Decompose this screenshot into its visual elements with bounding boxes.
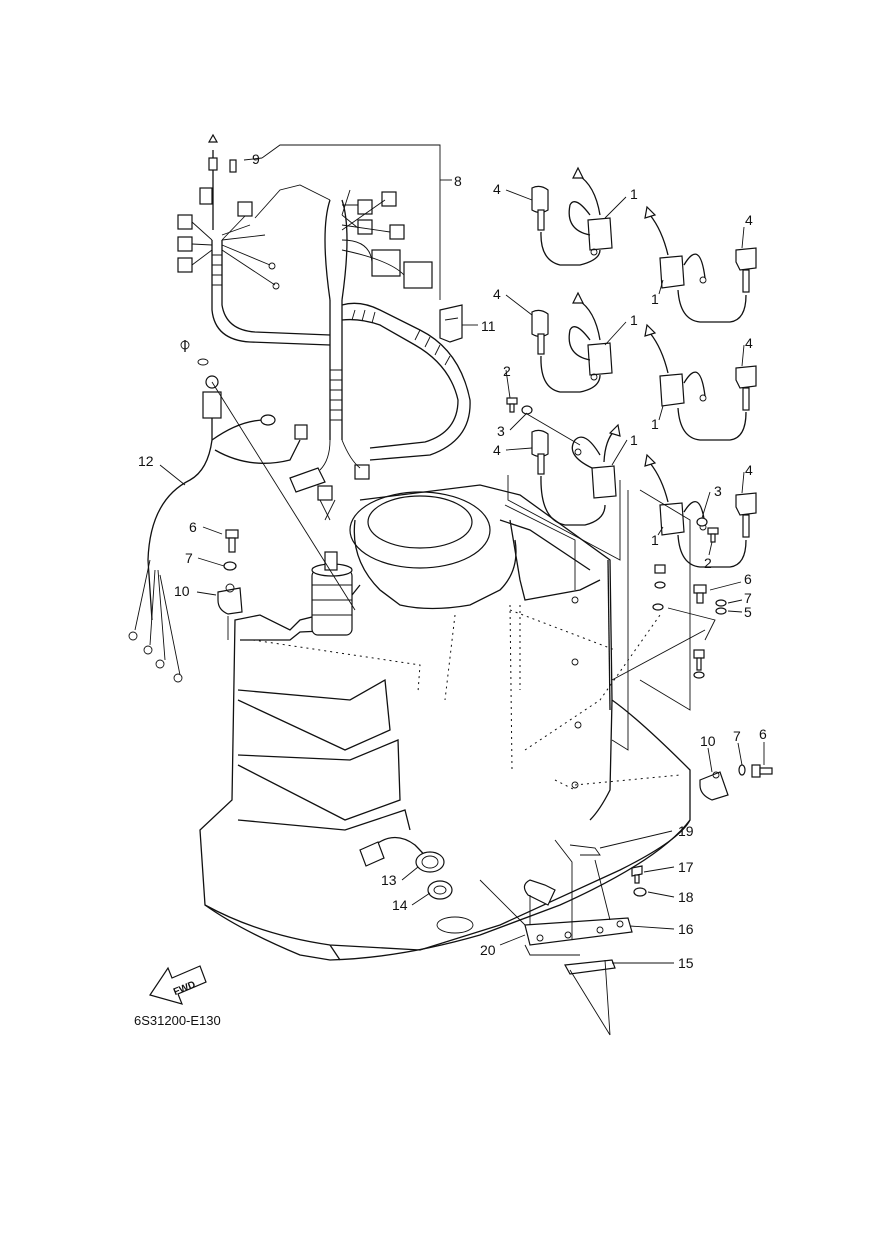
callout-2: 2 bbox=[704, 555, 712, 571]
callout-7: 7 bbox=[744, 590, 752, 606]
callout-6: 6 bbox=[759, 726, 767, 742]
callout-4: 4 bbox=[493, 181, 501, 197]
bracket-assembly bbox=[479, 839, 647, 1036]
callout-5: 5 bbox=[744, 604, 752, 620]
right-cable-clamp bbox=[699, 764, 773, 801]
callout-1: 1 bbox=[651, 532, 659, 548]
starter-motor bbox=[311, 551, 353, 636]
callout-10: 10 bbox=[700, 733, 716, 749]
callout-1: 1 bbox=[630, 186, 638, 202]
callout-4: 4 bbox=[745, 212, 753, 228]
callout-10: 10 bbox=[174, 583, 190, 599]
callout-14: 14 bbox=[392, 897, 408, 913]
callout-16: 16 bbox=[678, 921, 694, 937]
sub-harness bbox=[128, 340, 356, 683]
callout-1: 1 bbox=[630, 312, 638, 328]
ignition-coils bbox=[504, 166, 757, 751]
callout-6: 6 bbox=[744, 571, 752, 587]
callout-4: 4 bbox=[493, 286, 501, 302]
callout-4: 4 bbox=[493, 442, 501, 458]
callout-13: 13 bbox=[381, 872, 397, 888]
callout-6: 6 bbox=[189, 519, 197, 535]
callout-7: 7 bbox=[733, 728, 741, 744]
callout-4: 4 bbox=[745, 462, 753, 478]
callout-9: 9 bbox=[252, 151, 260, 167]
callout-17: 17 bbox=[678, 859, 694, 875]
left-fasteners bbox=[217, 529, 243, 640]
callout-1: 1 bbox=[630, 432, 638, 448]
fwd-arrow-icon: FWD bbox=[149, 965, 207, 1005]
diagram-code: 6S31200-E130 bbox=[134, 1013, 221, 1028]
bottom-cowling-body bbox=[199, 484, 691, 961]
callout-4: 4 bbox=[745, 335, 753, 351]
terminal-connector bbox=[207, 133, 237, 230]
callout-12: 12 bbox=[138, 453, 154, 469]
grommet-assembly bbox=[359, 836, 453, 900]
callout-labels: 8 9 11 12 6 7 10 4 1 4 1 4 1 4 1 2 3 4 1… bbox=[138, 151, 767, 971]
callout-1: 1 bbox=[651, 291, 659, 307]
cable-clamp bbox=[439, 304, 463, 343]
callout-3: 3 bbox=[714, 483, 722, 499]
callout-15: 15 bbox=[678, 955, 694, 971]
wire-harness bbox=[177, 184, 471, 521]
callout-18: 18 bbox=[678, 889, 694, 905]
leader-lines bbox=[159, 144, 765, 964]
callout-7: 7 bbox=[185, 550, 193, 566]
callout-3: 3 bbox=[497, 423, 505, 439]
callout-19: 19 bbox=[678, 823, 694, 839]
coil-fasteners bbox=[506, 397, 727, 681]
callout-8: 8 bbox=[454, 173, 462, 189]
callout-20: 20 bbox=[480, 942, 496, 958]
callout-1: 1 bbox=[651, 416, 659, 432]
callout-2: 2 bbox=[503, 363, 511, 379]
callout-11: 11 bbox=[481, 318, 496, 334]
